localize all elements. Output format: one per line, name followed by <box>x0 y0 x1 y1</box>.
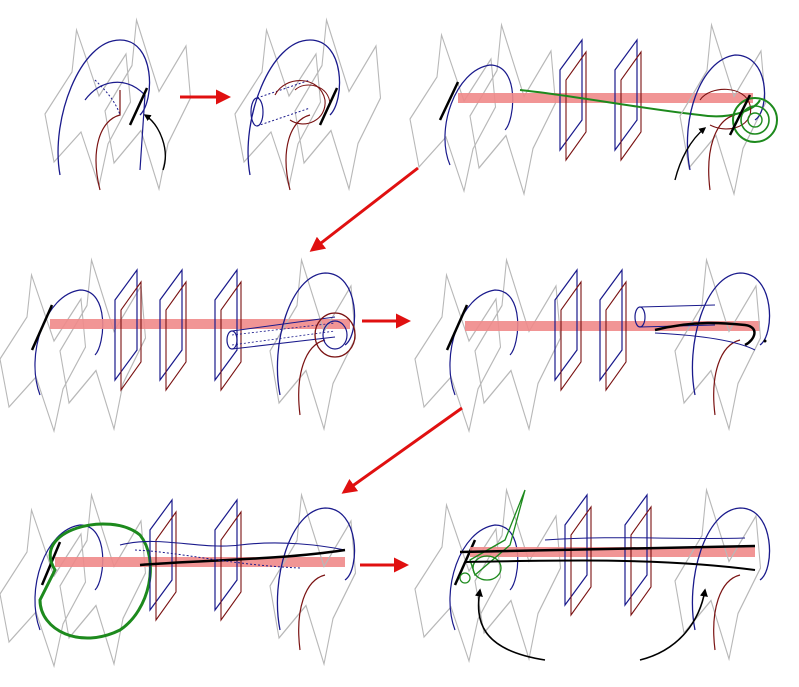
panel-bottom-right <box>414 489 771 662</box>
panel-bottom-left <box>0 494 357 667</box>
panel-middle-right <box>414 259 771 432</box>
panel-top-right <box>409 24 778 195</box>
panel-middle-left <box>0 259 357 432</box>
step-arrow-4 <box>341 406 463 494</box>
panel-top-left-2 <box>234 19 382 191</box>
panel-top-left-1 <box>44 19 192 191</box>
step-arrow-2 <box>309 166 419 252</box>
